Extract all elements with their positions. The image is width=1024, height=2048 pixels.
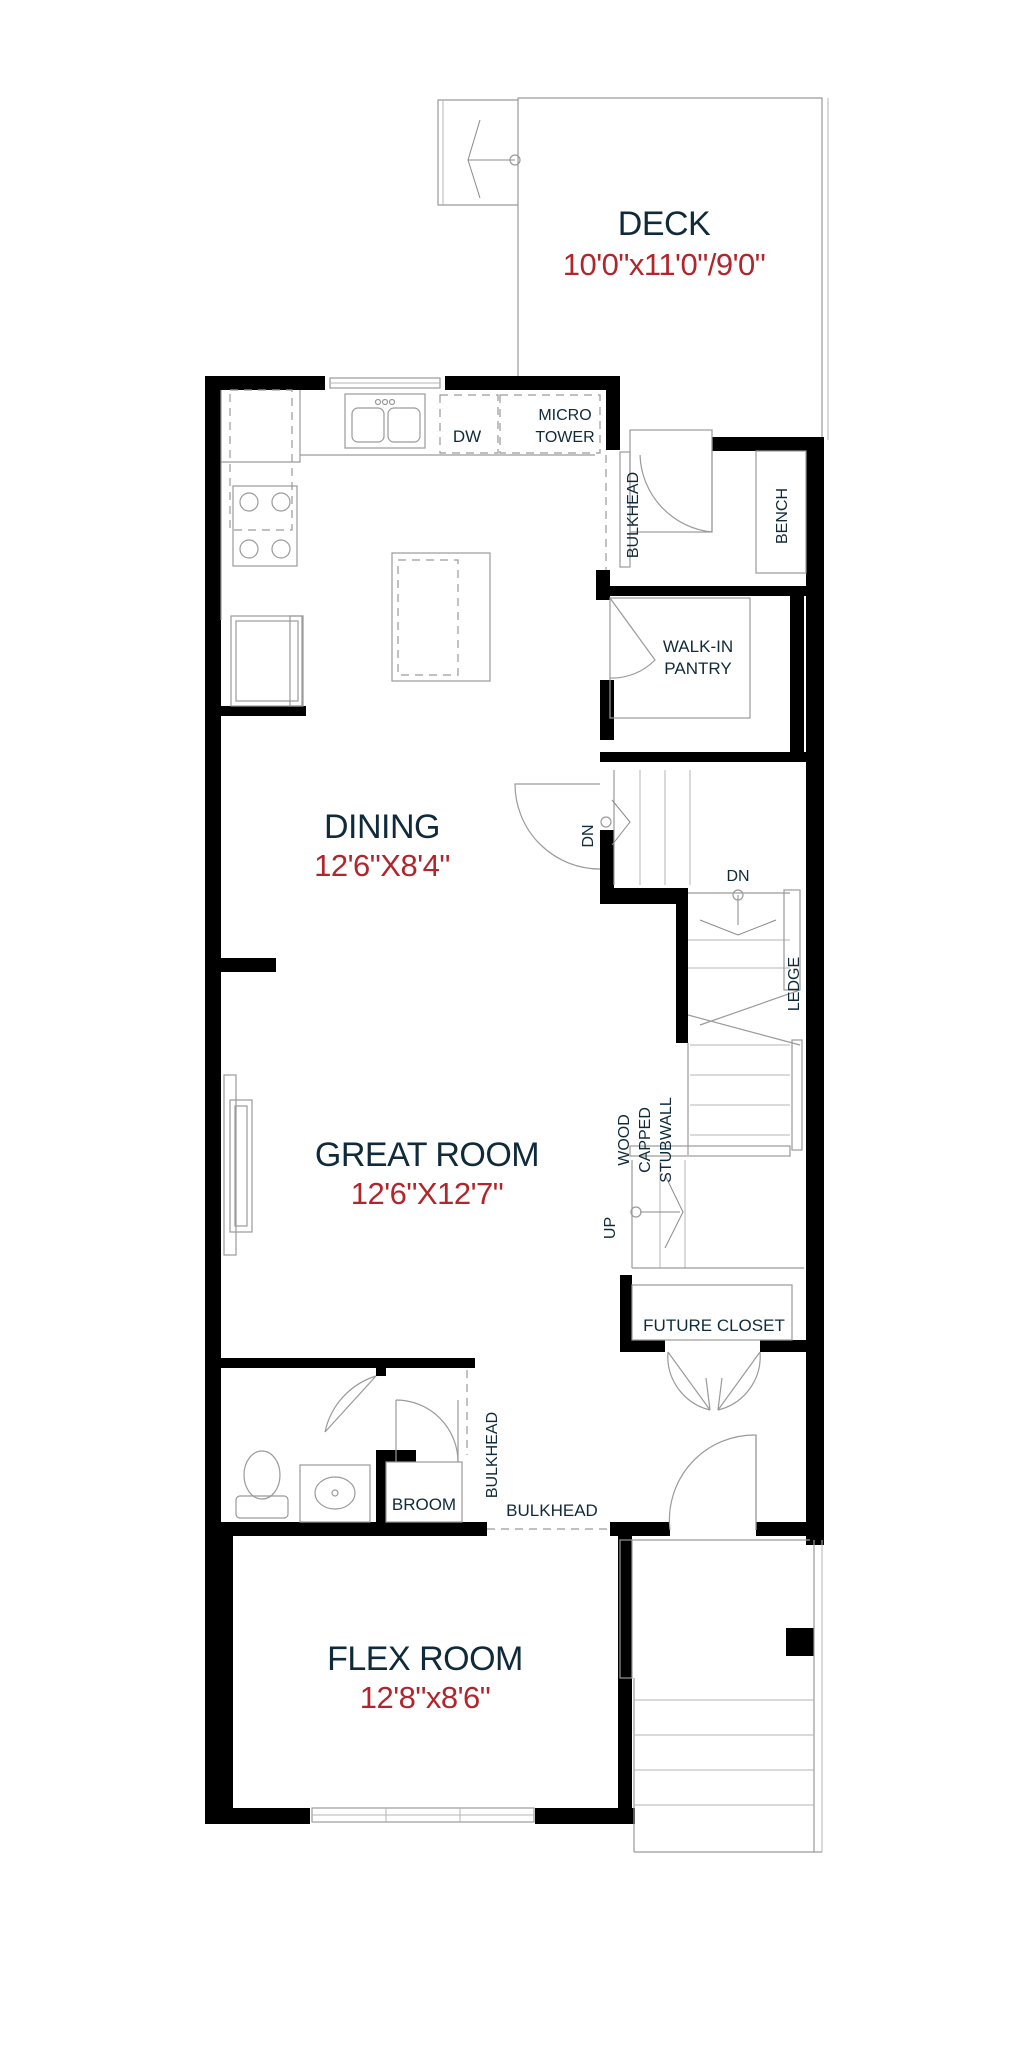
kitchen: DW MICRO TOWER <box>220 389 601 707</box>
deck-dims: 10'0"x11'0"/9'0" <box>563 247 766 282</box>
bulkhead-label-mudroom: BULKHEAD <box>625 472 642 558</box>
up-label: UP <box>602 1217 619 1239</box>
bench-label: BENCH <box>774 488 791 544</box>
vanity-sink <box>299 1464 371 1523</box>
walk-in-pantry: WALK-IN PANTRY <box>609 597 751 719</box>
basement-stairs: DN DN LEDGE UP WOOD CAPPED STUBWALL <box>514 770 804 1269</box>
dishwasher-label: DW <box>453 427 481 446</box>
deck-area <box>437 97 829 440</box>
dn-label-landing: DN <box>580 824 597 847</box>
front-entry: BULKHEAD <box>487 1434 810 1541</box>
front-porch <box>633 1540 823 1853</box>
fireplace <box>223 1074 253 1256</box>
windows <box>311 377 633 1823</box>
fridge <box>230 615 304 707</box>
flex-room-name: FLEX ROOM <box>327 1640 523 1678</box>
ledge-label: LEDGE <box>786 957 803 1011</box>
mudroom: BULKHEAD BENCH <box>605 429 807 574</box>
dining-dims: 12'6"X8'4" <box>314 848 450 883</box>
broom-label: BROOM <box>392 1495 456 1514</box>
bulkhead-label-broom: BULKHEAD <box>484 1412 501 1498</box>
stubwall-label-2: CAPPED <box>637 1107 654 1173</box>
toilet <box>235 1450 289 1519</box>
deck-stair-arrow <box>467 119 521 199</box>
walk-in-label-1: WALK-IN <box>663 637 733 656</box>
stubwall-label-1: WOOD <box>616 1114 633 1166</box>
micro-tower-label-1: MICRO <box>538 407 591 424</box>
kitchen-island <box>391 552 491 682</box>
flex-room-dims: 12'8"x8'6" <box>360 1680 491 1715</box>
powder-room <box>235 1375 377 1523</box>
micro-tower-label-2: TOWER <box>535 429 594 446</box>
stubwall-label-3: STUBWALL <box>658 1097 675 1183</box>
stove <box>232 485 298 567</box>
sink <box>344 393 426 449</box>
bulkhead-label-entry: BULKHEAD <box>506 1501 598 1520</box>
walls <box>205 376 824 1824</box>
dn-label-stair: DN <box>726 868 749 885</box>
future-closet-label: FUTURE CLOSET <box>643 1316 785 1335</box>
great-room-name: GREAT ROOM <box>315 1136 539 1174</box>
future-closet: FUTURE CLOSET <box>631 1284 793 1411</box>
deck-name: DECK <box>618 205 711 243</box>
great-room-dims: 12'6"X12'7" <box>351 1176 503 1211</box>
dining-name: DINING <box>324 808 440 846</box>
walk-in-label-2: PANTRY <box>664 659 731 678</box>
room-labels: DECK 10'0"x11'0"/9'0" DINING 12'6"X8'4" … <box>314 205 766 1715</box>
broom-closet: BROOM BULKHEAD <box>385 1370 501 1523</box>
